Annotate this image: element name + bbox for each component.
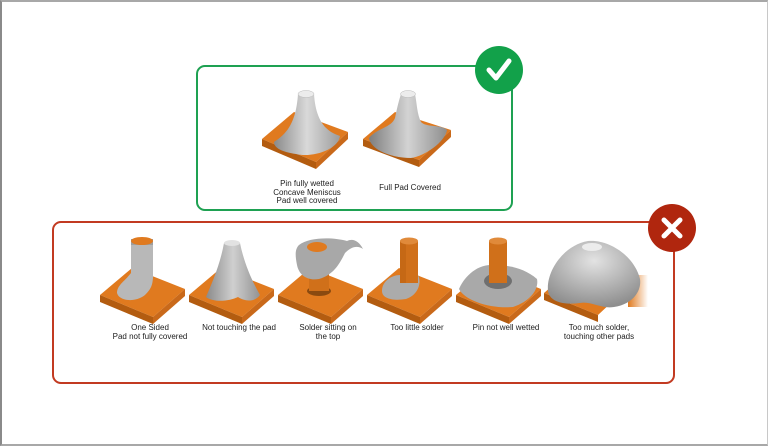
- not-touching-pad-solder-joint-illustration: [189, 240, 274, 324]
- checkmark-icon: [486, 58, 512, 81]
- caption: Pin not well wetted: [472, 323, 540, 332]
- caption: One Sided Pad not fully covered: [112, 323, 188, 341]
- caption: Too much solder, touching other pads: [563, 323, 635, 341]
- caption: Not touching the pad: [202, 323, 276, 332]
- too-much-solder-joint-illustration: [544, 240, 648, 322]
- cross-icon: [661, 217, 683, 239]
- one-sided-solder-joint-illustration: [100, 237, 185, 324]
- solder-on-top-joint-illustration: [278, 238, 363, 324]
- concave-fillet-solder-joint-illustration: [262, 90, 348, 169]
- caption: Pin fully wetted Concave Meniscus Pad we…: [273, 179, 341, 205]
- caption: Full Pad Covered: [379, 183, 441, 192]
- pin-not-wetted-joint-illustration: [456, 237, 541, 324]
- bad-badge: [648, 204, 696, 252]
- bad-joints-panel: [52, 221, 675, 384]
- good-badge: [475, 46, 523, 94]
- too-little-solder-joint-illustration: [367, 237, 452, 324]
- full-pad-covered-solder-joint-illustration: [363, 90, 451, 167]
- good-joints-panel: [196, 65, 513, 211]
- caption: Solder sitting on the top: [299, 323, 357, 341]
- caption: Too little solder: [390, 323, 444, 332]
